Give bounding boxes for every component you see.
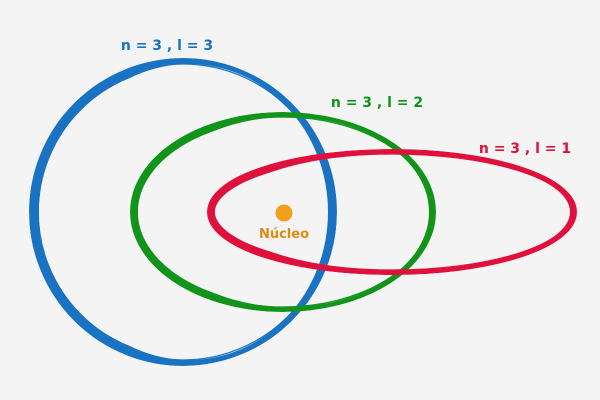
nucleus-label: Núcleo [259,227,309,242]
orbit-l1-thick-arc [207,149,577,275]
orbit-l2 [130,112,436,312]
orbit-l2-thick-arc [130,112,436,312]
orbit-l3 [29,58,337,366]
nucleus-dot [275,204,293,222]
orbit-l3-label: n = 3 , l = 3 [121,38,213,54]
orbit-l2-label: n = 3 , l = 2 [331,95,423,111]
orbit-l1 [207,149,577,275]
orbit-l1-label: n = 3 , l = 1 [479,141,571,157]
orbit-l3-thick-arc [29,58,337,366]
